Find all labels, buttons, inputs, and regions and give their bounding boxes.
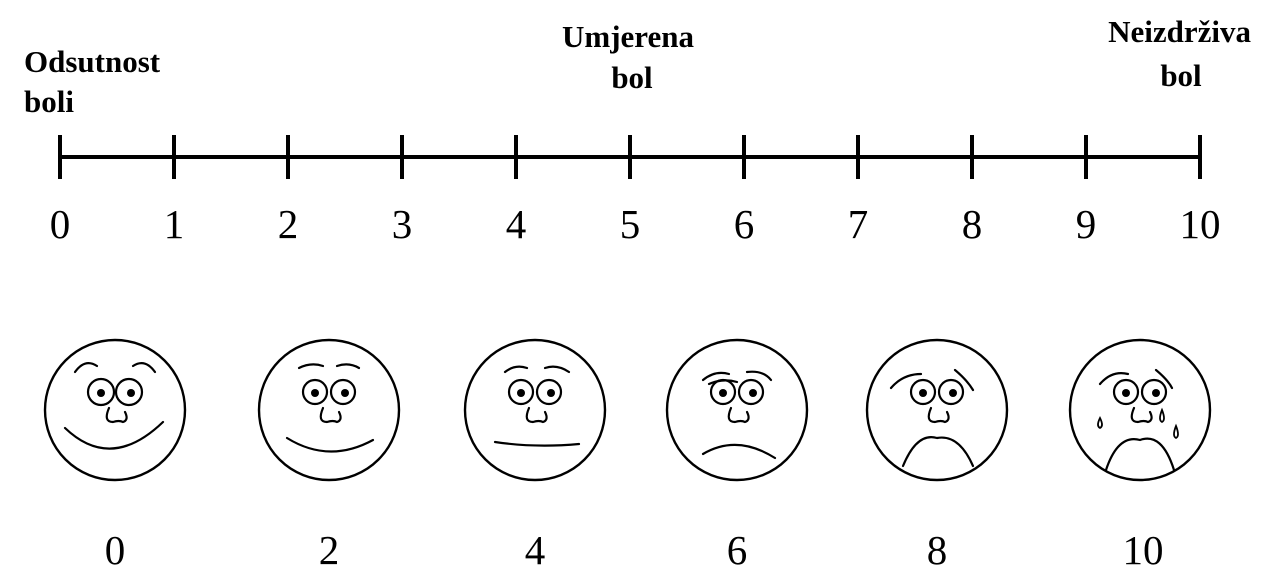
- anchor-unbearable-pain-line-2: bol: [1160, 58, 1202, 93]
- tick-label-4: 4: [506, 201, 527, 247]
- tick-label-6: 6: [734, 201, 755, 247]
- tick-label-3: 3: [392, 201, 413, 247]
- face-label-4: 4: [525, 527, 546, 573]
- face-label-10: 10: [1123, 527, 1164, 573]
- anchor-no-pain-line-2: boli: [24, 84, 74, 119]
- face-neutral-icon: [463, 338, 607, 482]
- face-crying-icon: [1068, 338, 1212, 482]
- face-label-6: 6: [727, 527, 748, 573]
- anchor-unbearable-pain-line-1: Neizdrživa: [1108, 14, 1251, 49]
- tick-label-8: 8: [962, 201, 983, 247]
- tick-label-2: 2: [278, 201, 299, 247]
- face-outline: [1068, 338, 1212, 482]
- face-label-2: 2: [319, 527, 340, 573]
- anchor-no-pain-line-1: Odsutnost: [24, 44, 161, 79]
- tick-label-1: 1: [164, 201, 185, 247]
- anchor-labels: Odsutnost boli Umjerena bol Neizdrživa b…: [24, 14, 1252, 119]
- face-slight-smile-icon: [257, 338, 401, 482]
- tick-label-10: 10: [1180, 201, 1221, 247]
- tick-label-7: 7: [848, 201, 869, 247]
- tick-label-5: 5: [620, 201, 641, 247]
- anchor-moderate-pain-line-2: bol: [611, 60, 653, 95]
- face-very-sad-icon: [865, 338, 1009, 482]
- face-outline: [665, 338, 809, 482]
- tick-label-9: 9: [1076, 201, 1097, 247]
- faces-row: [43, 338, 1212, 482]
- tick-label-0: 0: [50, 201, 71, 247]
- face-outline: [43, 338, 187, 482]
- face-sad-icon: [665, 338, 809, 482]
- face-happy-smile-icon: [43, 338, 187, 482]
- tick-labels: 0 1 2 3 4 5 6 7 8 9 10: [50, 201, 1221, 247]
- face-outline: [865, 338, 1009, 482]
- face-outline: [257, 338, 401, 482]
- tick-marks: [58, 135, 1202, 179]
- number-line: 0 1 2 3 4 5 6 7 8 9 10: [50, 135, 1221, 247]
- anchor-moderate-pain-line-1: Umjerena: [562, 19, 694, 54]
- face-outline: [463, 338, 607, 482]
- face-label-0: 0: [105, 527, 126, 573]
- face-labels: 0 2 4 6 8 10: [105, 527, 1164, 573]
- face-label-8: 8: [927, 527, 948, 573]
